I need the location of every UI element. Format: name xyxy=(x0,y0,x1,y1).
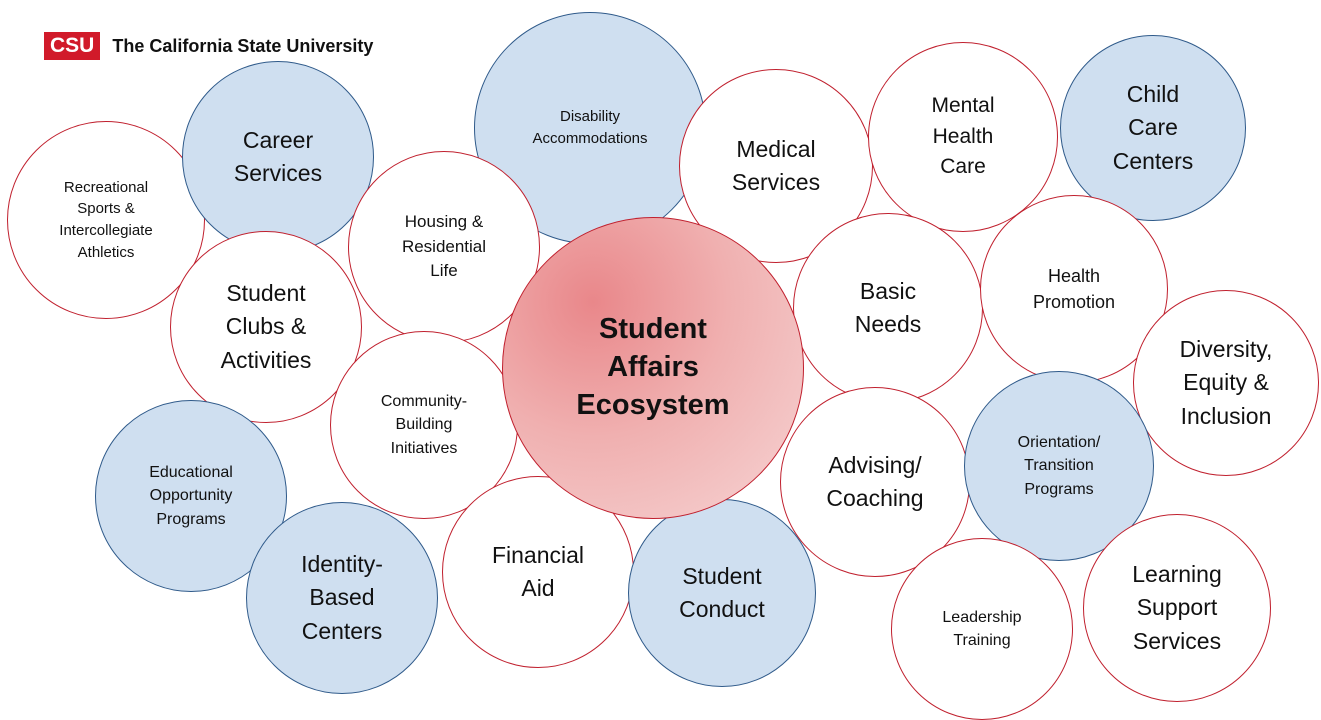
bubble-career-services-label: Career Services xyxy=(233,126,323,186)
bubble-career-services: Career Services xyxy=(182,61,374,253)
center-bubble-student-affairs-ecosystem-label: Student Affairs Ecosystem xyxy=(576,313,730,421)
csu-logo-text: The California State University xyxy=(112,35,374,56)
bubble-housing-residential-life: Housing & Residential Life xyxy=(348,151,540,343)
bubble-student-clubs-activities: Student Clubs & Activities xyxy=(170,231,362,423)
bubble-health-promotion-label: Health Promotion xyxy=(1032,265,1116,312)
bubble-identity-based-centers-label: Identity- Based Centers xyxy=(301,550,383,644)
bubble-child-care-centers-label: Child Care Centers xyxy=(1112,80,1194,174)
bubble-advising-coaching-label: Advising/ Coaching xyxy=(826,451,924,511)
bubble-student-conduct-label: Student Conduct xyxy=(679,562,765,622)
bubble-student-clubs-activities-label: Student Clubs & Activities xyxy=(220,279,312,373)
bubble-diversity-equity-inclusion-label: Diversity, Equity & Inclusion xyxy=(1179,335,1273,429)
bubble-leadership-training-label: Leadership Training xyxy=(942,608,1022,649)
bubble-educational-opportunity-programs: Educational Opportunity Programs xyxy=(95,400,287,592)
bubble-mental-health-care: Mental Health Care xyxy=(868,42,1058,232)
bubble-housing-residential-life-label: Housing & Residential Life xyxy=(401,212,487,281)
bubble-student-conduct: Student Conduct xyxy=(628,499,816,687)
bubble-mental-health-care-label: Mental Health Care xyxy=(931,94,995,179)
bubble-learning-support-services-label: Learning Support Services xyxy=(1132,560,1222,654)
bubble-child-care-centers: Child Care Centers xyxy=(1060,35,1246,221)
bubble-disability-accommodations-label: Disability Accommodations xyxy=(532,108,648,147)
bubble-recreational-sports-intercollegiate-athletics: Recreational Sports & Intercollegiate At… xyxy=(7,121,205,319)
bubble-disability-accommodations: Disability Accommodations xyxy=(474,12,706,244)
bubble-financial-aid-label: Financial Aid xyxy=(491,541,585,601)
bubble-community-building-initiatives-label: Community- Building Initiatives xyxy=(380,393,468,457)
bubble-orientation-transition-programs-label: Orientation/ Transition Programs xyxy=(1017,434,1101,498)
bubble-recreational-sports-intercollegiate-athletics-label: Recreational Sports & Intercollegiate At… xyxy=(59,178,153,261)
bubble-orientation-transition-programs: Orientation/ Transition Programs xyxy=(964,371,1154,561)
csu-logo: CSU The California State University xyxy=(44,32,373,60)
bubble-identity-based-centers: Identity- Based Centers xyxy=(246,502,438,694)
bubble-health-promotion: Health Promotion xyxy=(980,195,1168,383)
bubble-diversity-equity-inclusion: Diversity, Equity & Inclusion xyxy=(1133,290,1319,476)
center-bubble-student-affairs-ecosystem: Student Affairs Ecosystem xyxy=(502,217,804,519)
bubble-basic-needs-label: Basic Needs xyxy=(854,277,922,337)
bubble-leadership-training: Leadership Training xyxy=(891,538,1073,720)
bubble-basic-needs: Basic Needs xyxy=(793,213,983,403)
bubble-educational-opportunity-programs-label: Educational Opportunity Programs xyxy=(149,464,233,528)
bubble-medical-services-label: Medical Services xyxy=(731,135,821,195)
bubble-learning-support-services: Learning Support Services xyxy=(1083,514,1271,702)
csu-logo-mark: CSU xyxy=(44,32,101,60)
